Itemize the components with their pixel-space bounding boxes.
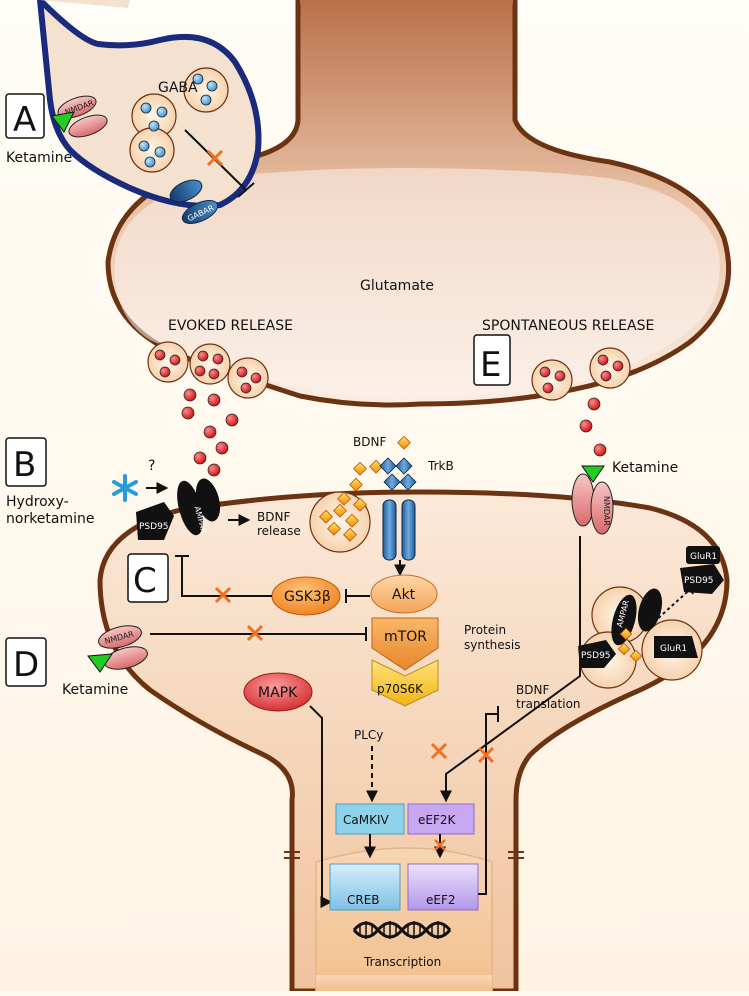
mapk-label: MAPK <box>258 685 298 701</box>
bdnf-molecules <box>319 435 411 542</box>
inhibition-cross-a <box>206 149 224 167</box>
camkiv-label: CaMKIV <box>343 813 389 827</box>
bdnf-translation-2: translation <box>516 697 581 711</box>
glur1-b <box>654 636 698 658</box>
panel-e-box <box>473 334 511 386</box>
inhibition-cross-translation <box>477 746 495 764</box>
panel-b-label: B <box>13 445 36 485</box>
hydroxy-label-1: Hydroxy- <box>6 494 69 510</box>
ketamine-triangle-e <box>581 465 605 483</box>
svg-text:PSD95: PSD95 <box>684 576 714 586</box>
inhibition-cross-e <box>430 742 448 760</box>
panel-d-label: D <box>13 645 39 685</box>
eef2k-label: eEF2K <box>418 813 457 827</box>
postsynaptic-spine <box>97 489 730 994</box>
glutamate-label: Glutamate <box>360 278 434 294</box>
akt-label: Akt <box>392 587 416 603</box>
inhibition-cross-c <box>214 586 232 604</box>
inhibition-cross-eef2 <box>434 839 446 851</box>
bdnf-release-2: release <box>257 524 301 538</box>
svg-text:GluR1: GluR1 <box>690 552 717 562</box>
spine-bdnf-molecules <box>617 627 643 663</box>
ketamine-triangle-a <box>51 111 75 133</box>
gsk3b-label: GSK3β <box>284 589 331 605</box>
svg-text:PSD95: PSD95 <box>139 522 169 532</box>
svg-text:GluR1: GluR1 <box>660 644 687 654</box>
bdnf-label: BDNF <box>353 435 386 449</box>
eef2-box <box>407 863 479 911</box>
plcy-label: PLCy <box>354 728 383 742</box>
creb-label: CREB <box>347 893 380 907</box>
bdnf-translation-1: BDNF <box>516 683 549 697</box>
nmdar-eef2k-arrow <box>440 536 581 803</box>
psd95-a <box>136 502 174 540</box>
mtor-node <box>371 617 439 671</box>
camkiv-box <box>335 803 405 835</box>
mapk-creb-arrow <box>309 705 333 908</box>
glur1-a <box>686 546 720 564</box>
panel-d-box <box>5 637 47 687</box>
bdnf-vesicle <box>309 491 371 553</box>
dendrite-break-marks <box>284 851 524 859</box>
eef2-translation-inhibit <box>478 713 498 895</box>
svg-text:PSD95: PSD95 <box>581 651 611 661</box>
eef2k-box <box>407 803 475 835</box>
gsk-inhibit-line <box>181 556 272 597</box>
panel-e-label: E <box>480 345 501 385</box>
hydroxy-label-2: norketamine <box>6 511 95 527</box>
p70s6k-label: p70S6K <box>377 682 424 696</box>
panel-c-box <box>127 553 169 603</box>
spontaneous-release-label: SPONTANEOUS RELEASE <box>482 318 654 334</box>
evoked-release-label: EVOKED RELEASE <box>168 318 293 334</box>
panel-a-label: A <box>13 100 36 140</box>
protein-synthesis-2: synthesis <box>464 638 521 652</box>
ketamine-label-a: Ketamine <box>6 150 72 166</box>
question-mark: ? <box>148 458 155 474</box>
nmdar-receptor-a: NMDAR <box>57 95 108 138</box>
psd95-b <box>578 640 616 668</box>
ketamine-triangle-d <box>87 653 113 673</box>
trkb-receptor <box>379 457 417 561</box>
gaba-label: GABA <box>158 80 198 96</box>
mtor-label: mTOR <box>384 629 427 645</box>
dna-helix-icon <box>352 921 452 939</box>
bdnf-release-1: BDNF <box>257 510 290 524</box>
spontaneous-glutamate-dots <box>579 397 607 457</box>
nmdar-receptor-d: NMDAR <box>98 625 148 670</box>
svg-text:NMDAR: NMDAR <box>602 496 611 526</box>
mapk-node <box>243 672 313 712</box>
panel-b-box <box>5 437 47 487</box>
panel-c-label: C <box>133 561 157 601</box>
hydroxynorketamine-star-icon <box>112 474 138 502</box>
eef2-label: eEF2 <box>426 893 456 907</box>
akt-node <box>370 574 438 614</box>
protein-synthesis-1: Protein <box>464 623 506 637</box>
ketamine-label-e: Ketamine <box>612 460 678 476</box>
evoked-vesicles <box>147 341 269 399</box>
p70s6k-node <box>371 659 439 707</box>
panel-a-box <box>5 93 45 139</box>
creb-box <box>329 863 401 911</box>
evoked-glutamate-dots <box>181 388 239 477</box>
ampar-receptor: AMPAR <box>177 478 221 536</box>
transcription-label: Transcription <box>363 955 441 969</box>
trkb-label: TrkB <box>427 459 454 473</box>
gaba-vesicles <box>129 67 229 173</box>
ketamine-label-d: Ketamine <box>62 682 128 698</box>
inhibition-cross-d <box>246 624 264 642</box>
nmdar-receptor-e: NMDAR <box>571 473 614 535</box>
spontaneous-vesicles <box>531 347 631 401</box>
